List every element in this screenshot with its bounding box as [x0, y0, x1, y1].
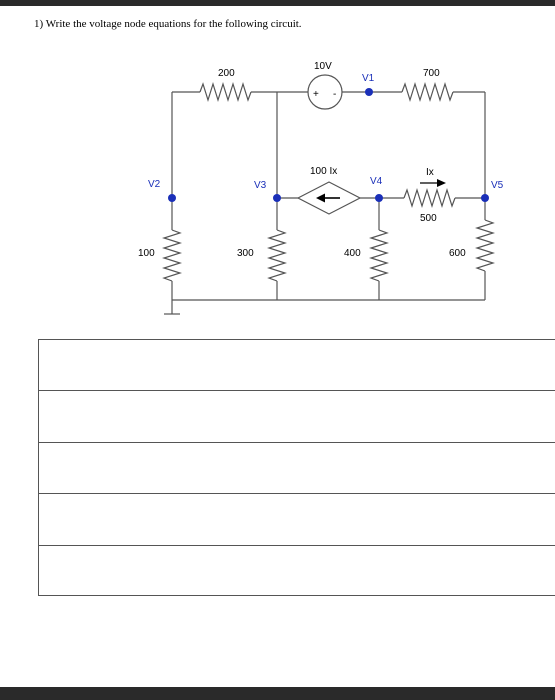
label-400: 400 — [344, 248, 361, 259]
node-label-v4: V4 — [370, 176, 383, 187]
label-plus: + — [313, 89, 319, 100]
node-label-v1: V1 — [362, 73, 375, 84]
node-label-v2: V2 — [148, 179, 161, 190]
ix-arrow-head-icon — [437, 179, 446, 187]
bottom-bar — [0, 687, 555, 700]
resistor-100 — [161, 229, 183, 282]
resistor-400 — [368, 229, 390, 282]
node-label-v5: V5 — [491, 180, 504, 191]
node-v2-dot — [168, 194, 176, 202]
dependent-arrow-head-icon — [316, 193, 325, 203]
label-200: 200 — [218, 68, 235, 79]
circuit-diagram: 200 10V + - 700 100 Ix Ix 500 100 300 40… — [138, 61, 504, 315]
dependent-source-icon — [296, 181, 362, 215]
label-100: 100 — [138, 248, 155, 259]
resistor-700 — [401, 81, 454, 103]
resistor-500 — [403, 187, 456, 209]
label-dependent-source: 100 Ix — [310, 166, 337, 177]
node-label-v3: V3 — [254, 180, 267, 191]
answer-row[interactable] — [39, 443, 555, 495]
label-700: 700 — [423, 68, 440, 79]
top-bar — [0, 0, 555, 6]
label-ix: Ix — [426, 167, 434, 178]
answer-row[interactable] — [39, 546, 555, 597]
resistor-200 — [199, 81, 252, 103]
node-v3-dot — [273, 194, 281, 202]
label-300: 300 — [237, 248, 254, 259]
resistor-300 — [266, 229, 288, 282]
answer-row[interactable] — [39, 391, 555, 443]
resistor-600 — [474, 219, 496, 272]
node-v1-dot — [365, 88, 373, 96]
node-v5-dot — [481, 194, 489, 202]
voltage-source-icon — [307, 74, 343, 110]
label-500: 500 — [420, 213, 437, 224]
label-600: 600 — [449, 248, 466, 259]
answer-row[interactable] — [39, 340, 555, 392]
question-text: 1) Write the voltage node equations for … — [34, 18, 302, 30]
answer-box — [38, 339, 555, 596]
answer-row[interactable] — [39, 494, 555, 546]
label-minus: - — [333, 89, 336, 100]
label-10v: 10V — [314, 61, 332, 72]
node-v4-dot — [375, 194, 383, 202]
